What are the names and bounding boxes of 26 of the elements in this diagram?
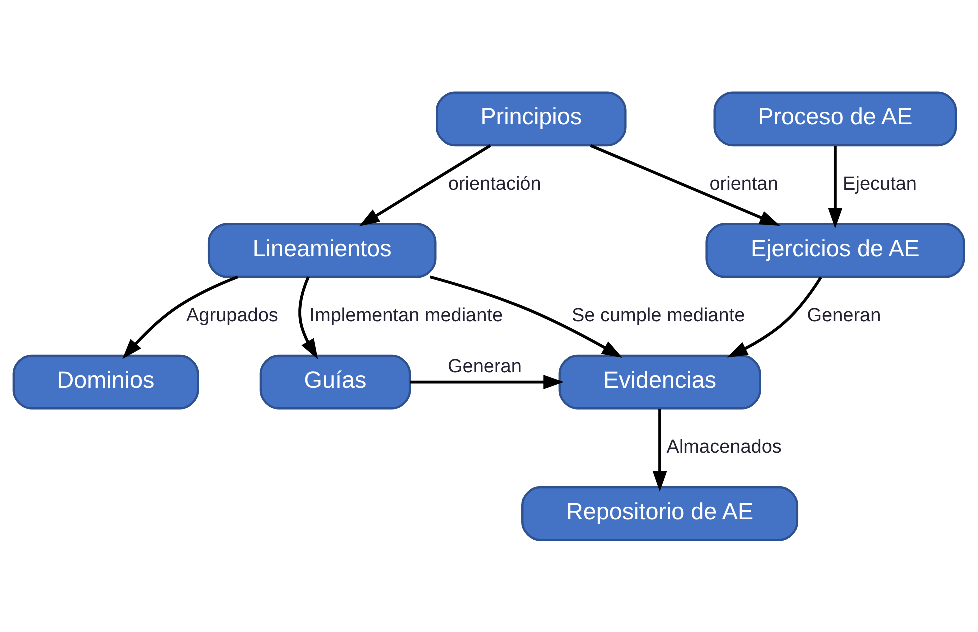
node-box: Proceso de AE [714, 91, 958, 146]
edge-label: Implementan mediante [310, 304, 504, 326]
arrow [298, 276, 318, 360]
edge-label: Se cumple mediante [572, 304, 746, 326]
node-box: Lineamientos [208, 222, 437, 278]
arrow [122, 275, 238, 359]
arrow [430, 275, 623, 358]
node-box: Repositorio de AE [522, 486, 799, 541]
node-box: Dominios [12, 354, 200, 410]
node-box: Evidencias [558, 354, 762, 410]
arrow [410, 374, 564, 389]
arrow [727, 276, 822, 358]
node-box: Ejercicios de AE [706, 222, 966, 278]
edge-label: Agrupados [186, 304, 278, 326]
node-box: Principios [436, 91, 627, 146]
arrow [359, 144, 492, 226]
arrow [828, 146, 843, 228]
arrow [590, 144, 780, 226]
edge-label: Almacenados [666, 436, 782, 458]
edge-label: orientan [710, 173, 778, 194]
edge-label: Generan [807, 304, 882, 326]
arrow [652, 408, 668, 492]
node-box: Guías [260, 354, 412, 410]
edge-label: Generan [448, 356, 522, 378]
edge-label: Ejecutan [843, 173, 918, 194]
edge-label: orientación [448, 173, 542, 194]
